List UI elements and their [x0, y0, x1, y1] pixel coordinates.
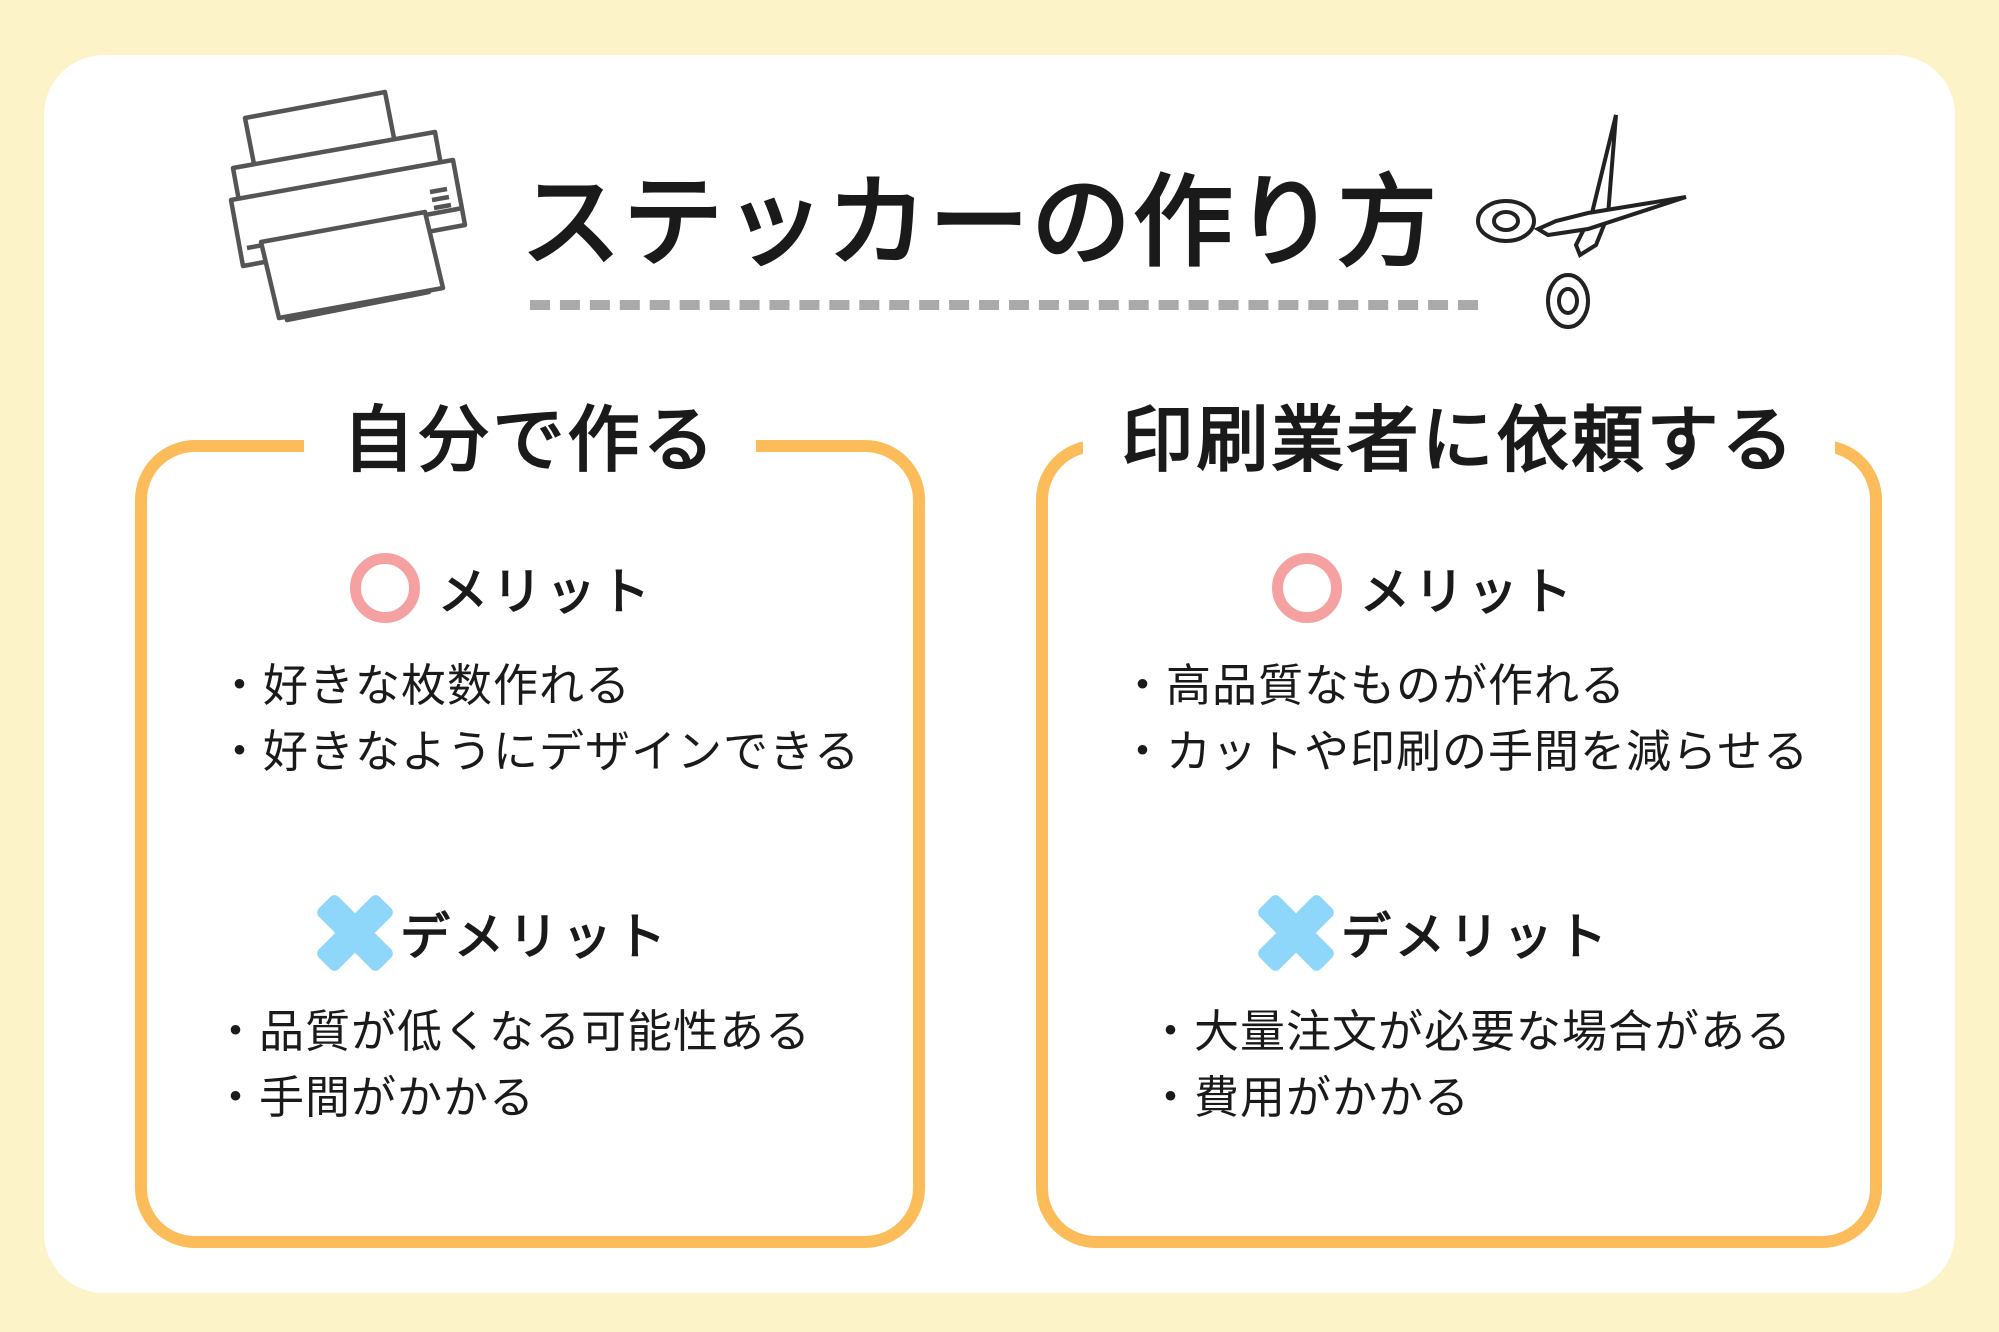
list-item: 高品質なものが作れる — [1120, 653, 1809, 719]
merit-heading: メリット — [350, 552, 654, 624]
demerit-heading: デメリット — [1253, 890, 1611, 976]
merit-label: メリット — [1360, 563, 1576, 621]
demerit-label: デメリット — [1341, 908, 1611, 966]
demerit-label: デメリット — [400, 908, 670, 966]
page-title: ステッカーの作り方 — [521, 164, 1439, 281]
merit-heading: メリット — [1272, 552, 1576, 624]
cross-icon — [1258, 895, 1334, 971]
panel-title: 印刷業者に依頼する — [1083, 390, 1835, 490]
panel-diy: 自分で作る メリット 好きな枚数作れる 好きなようにデザインできる デメリット … — [135, 390, 925, 1248]
title-dashed-divider — [530, 300, 1478, 310]
cross-icon — [317, 895, 393, 971]
demerit-list: 品質が低くなる可能性ある 手間がかかる — [213, 999, 811, 1131]
circle-icon — [1272, 553, 1342, 623]
list-item: カットや印刷の手間を減らせる — [1120, 719, 1809, 785]
scissors-icon — [1476, 114, 1687, 329]
list-item: 好きな枚数作れる — [217, 653, 860, 719]
panel-printing-service: 印刷業者に依頼する メリット 高品質なものが作れる カットや印刷の手間を減らせる… — [1036, 390, 1882, 1248]
list-item: 手間がかかる — [213, 1065, 811, 1131]
list-item: 大量注文が必要な場合がある — [1148, 999, 1792, 1065]
printer-icon — [228, 89, 468, 323]
list-item: 好きなようにデザインできる — [217, 719, 860, 785]
circle-icon — [350, 553, 420, 623]
merit-label: メリット — [438, 563, 654, 621]
panel-title: 自分で作る — [304, 390, 756, 490]
list-item: 品質が低くなる可能性ある — [213, 999, 811, 1065]
demerit-list: 大量注文が必要な場合がある 費用がかかる — [1148, 999, 1792, 1131]
merit-list: 高品質なものが作れる カットや印刷の手間を減らせる — [1120, 653, 1809, 785]
list-item: 費用がかかる — [1148, 1065, 1792, 1131]
demerit-heading: デメリット — [312, 890, 670, 976]
merit-list: 好きな枚数作れる 好きなようにデザインできる — [217, 653, 860, 785]
